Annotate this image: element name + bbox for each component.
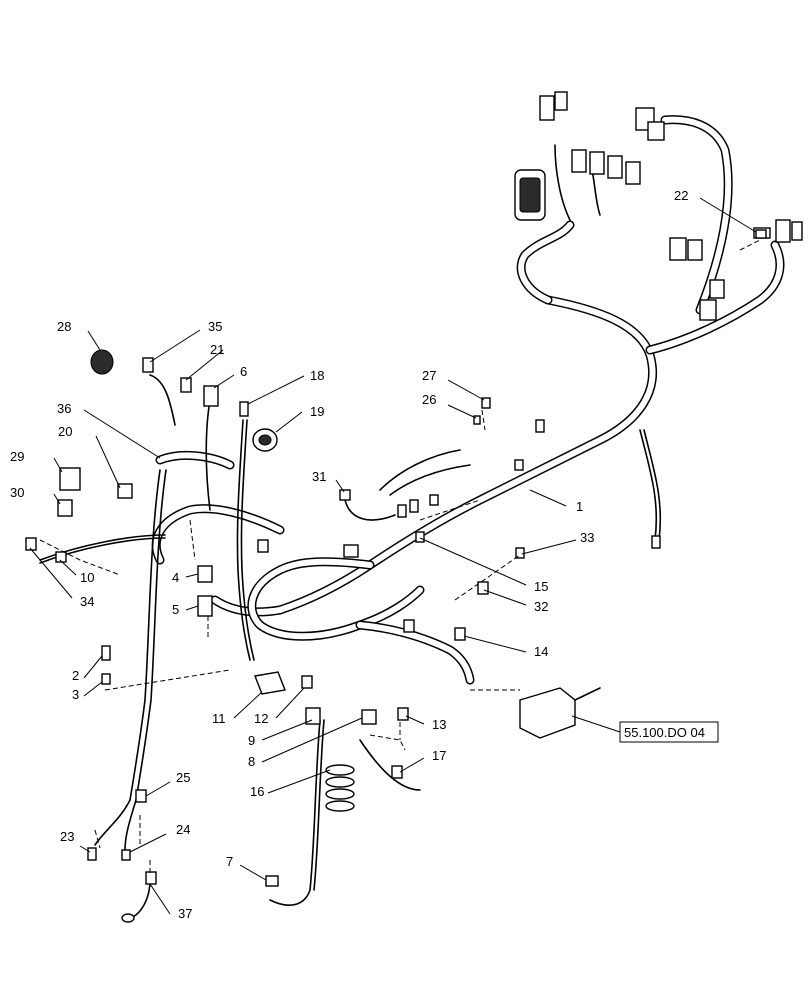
callout-27: 27 bbox=[422, 368, 436, 383]
connector-30-icon bbox=[57, 499, 73, 517]
connector-23-icon bbox=[87, 847, 97, 861]
connector-20-icon bbox=[117, 483, 133, 499]
reference-link-label[interactable]: 55.100.DO 04 bbox=[624, 725, 705, 740]
callout-16: 16 bbox=[250, 784, 264, 799]
connector-3-icon bbox=[101, 673, 111, 685]
connector-32-icon bbox=[477, 581, 489, 595]
callout-14: 14 bbox=[534, 644, 548, 659]
connector-10-icon bbox=[55, 551, 67, 563]
coil-16-icon bbox=[325, 764, 355, 812]
connector-13-icon bbox=[397, 707, 409, 721]
callout-36: 36 bbox=[57, 401, 71, 416]
connector-27-icon bbox=[481, 397, 491, 409]
callout-4: 4 bbox=[172, 570, 179, 585]
connector-icon bbox=[571, 149, 587, 173]
callout-11: 11 bbox=[212, 711, 226, 726]
connectors bbox=[25, 91, 803, 923]
callout-15: 15 bbox=[534, 579, 548, 594]
connector-18-icon bbox=[239, 401, 249, 417]
callout-31: 31 bbox=[312, 469, 326, 484]
cable-end-icon bbox=[651, 535, 661, 549]
control-module-icon bbox=[519, 687, 576, 739]
callout-23: 23 bbox=[60, 829, 74, 844]
connector-15-icon bbox=[415, 531, 425, 543]
connector-34-icon bbox=[25, 537, 37, 551]
callout-17: 17 bbox=[432, 748, 446, 763]
connector-11-icon bbox=[254, 671, 286, 695]
callout-32: 32 bbox=[534, 599, 548, 614]
callout-13: 13 bbox=[432, 717, 446, 732]
connector-25-icon bbox=[135, 789, 147, 803]
leader-lines bbox=[29, 197, 757, 915]
callout-33: 33 bbox=[580, 530, 594, 545]
alignment-dashed-lines bbox=[39, 239, 761, 875]
callout-25: 25 bbox=[176, 770, 190, 785]
connector-35-icon bbox=[142, 357, 154, 373]
connector-21-icon bbox=[180, 377, 192, 393]
callout-1: 1 bbox=[576, 499, 583, 514]
callout-21: 21 bbox=[210, 342, 224, 357]
connector-2-icon bbox=[101, 645, 111, 661]
connector-12-icon bbox=[301, 675, 313, 689]
callout-26: 26 bbox=[422, 392, 436, 407]
callout-29: 29 bbox=[10, 449, 24, 464]
relay-4-icon bbox=[197, 565, 213, 583]
callout-3: 3 bbox=[72, 687, 79, 702]
callout-22: 22 bbox=[674, 188, 688, 203]
callout-20: 20 bbox=[58, 424, 72, 439]
connector-31-icon bbox=[339, 489, 351, 501]
connector-26-icon bbox=[473, 415, 481, 425]
callout-30: 30 bbox=[10, 485, 24, 500]
reference-link-box[interactable]: 55.100.DO 04 bbox=[619, 721, 719, 743]
connector-37-icon bbox=[145, 871, 157, 885]
connector-7-icon bbox=[265, 875, 279, 887]
callout-37: 37 bbox=[178, 906, 192, 921]
callout-19: 19 bbox=[310, 404, 324, 419]
callout-35: 35 bbox=[208, 319, 222, 334]
main-harness-bundle bbox=[151, 115, 785, 685]
connector-22-icon bbox=[755, 229, 767, 239]
callout-18: 18 bbox=[310, 368, 324, 383]
callout-7: 7 bbox=[226, 854, 233, 869]
callout-9: 9 bbox=[248, 733, 255, 748]
callout-12: 12 bbox=[254, 711, 268, 726]
connector-17-icon bbox=[391, 765, 403, 779]
relay-6-icon bbox=[203, 385, 219, 407]
callout-28: 28 bbox=[57, 319, 71, 334]
callout-2: 2 bbox=[72, 668, 79, 683]
connector-8-icon bbox=[361, 709, 377, 725]
callout-6: 6 bbox=[240, 364, 247, 379]
callout-5: 5 bbox=[172, 602, 179, 617]
round-connector-icon bbox=[90, 349, 114, 375]
callout-8: 8 bbox=[248, 754, 255, 769]
callout-labels: 1 2 3 4 5 6 7 8 9 10 11 12 13 14 15 16 1… bbox=[10, 188, 688, 921]
callout-24: 24 bbox=[176, 822, 190, 837]
connector-9-icon bbox=[305, 707, 321, 725]
callout-34: 34 bbox=[80, 594, 94, 609]
callout-10: 10 bbox=[80, 570, 94, 585]
connector-29-icon bbox=[59, 467, 81, 491]
connector-24-icon bbox=[121, 849, 131, 861]
connector-14-icon bbox=[454, 627, 466, 641]
thin-wires bbox=[39, 144, 662, 919]
relay-5-icon bbox=[197, 595, 213, 617]
